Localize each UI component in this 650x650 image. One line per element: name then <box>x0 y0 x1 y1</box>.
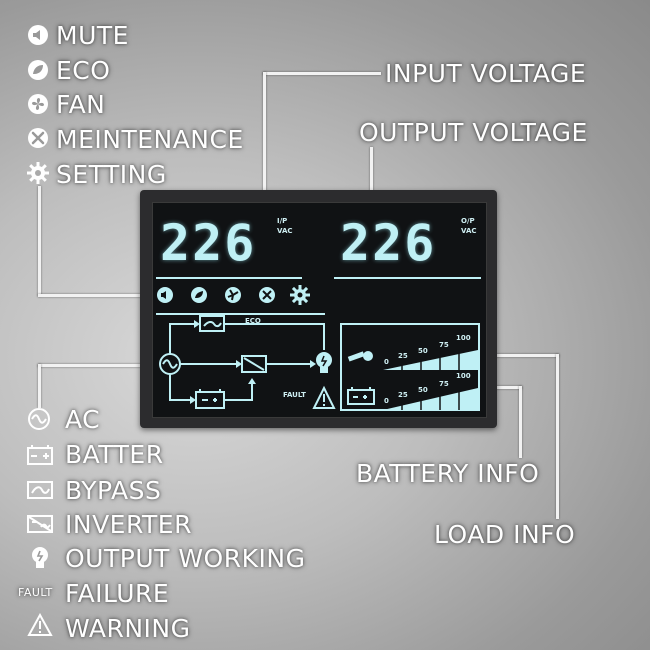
lcd-bulb-icon <box>316 352 332 373</box>
inverter-icon <box>27 515 53 533</box>
eco-icon <box>28 60 48 80</box>
legend-setting-label: SETTING <box>56 160 167 189</box>
load-scale-25: 25 <box>398 352 408 360</box>
battery-scale-75: 75 <box>439 380 449 388</box>
legend-failure-label: FAILURE <box>65 579 170 608</box>
leader-output-v <box>370 147 373 212</box>
legend-fan-label: FAN <box>56 90 106 119</box>
leader-input-v <box>263 72 266 212</box>
battery-scale-25: 25 <box>398 391 408 399</box>
legend-bypass-label: BYPASS <box>65 476 162 505</box>
output-underline <box>334 277 481 279</box>
load-bar-graph <box>383 350 478 370</box>
lcd-gear-icon <box>290 285 310 305</box>
input-underline <box>156 277 302 279</box>
lcd-fault-label: FAULT <box>283 391 306 399</box>
lcd-wrench-icon <box>259 287 275 303</box>
input-voltage-value: 226 <box>160 214 257 272</box>
load-scale-50: 50 <box>418 347 428 355</box>
power-flow-diagram <box>159 315 336 409</box>
battery-scale-0: 0 <box>384 397 389 405</box>
warning-icon <box>27 613 53 636</box>
battery-icon <box>27 445 53 465</box>
legend-eco-label: ECO <box>56 56 111 85</box>
leader-legend-top-v <box>38 186 41 296</box>
leader-load-v <box>556 354 559 519</box>
legend-fault-prefix: FAULT <box>18 586 53 599</box>
legend-ac-label: AC <box>65 405 101 434</box>
load-scale-100: 100 <box>456 334 471 342</box>
leader-battery-v <box>519 386 522 458</box>
bulb-icon <box>32 547 48 568</box>
callout-input-voltage: INPUT VOLTAGE <box>385 59 587 88</box>
fan-icon <box>28 94 48 114</box>
legend-warning-label: WARNING <box>65 614 191 643</box>
lcd-separator <box>156 313 325 315</box>
legend-mute-label: MUTE <box>56 21 129 50</box>
load-scale-0: 0 <box>384 358 389 366</box>
mute-icon <box>28 25 48 45</box>
lcd-mute-icon <box>157 287 173 303</box>
battery-scale-100: 100 <box>456 372 471 380</box>
input-unit-bottom: VAC <box>277 227 293 235</box>
input-unit-top: I/P <box>277 217 288 225</box>
bypass-icon <box>27 481 53 499</box>
leader-input-h <box>263 72 381 75</box>
ac-icon <box>28 408 50 430</box>
lcd-eco-icon <box>191 287 207 303</box>
lcd-load-icon <box>347 351 373 362</box>
lcd-battery-level-icon <box>347 387 375 405</box>
gear-icon <box>27 162 49 184</box>
legend-battery-label: BATTER <box>65 440 164 469</box>
output-unit-bottom: VAC <box>461 227 477 235</box>
battery-scale-50: 50 <box>418 386 428 394</box>
lcd-bar-graphs <box>340 323 480 411</box>
load-scale-75: 75 <box>439 341 449 349</box>
lcd-eco-label: ECO <box>245 317 261 325</box>
callout-battery-info: BATTERY INFO <box>356 459 540 488</box>
leader-legend-top-h <box>38 294 154 297</box>
output-unit-top: O/P <box>461 217 475 225</box>
leader-legend-bottom-v <box>38 364 41 408</box>
lcd-battery-icon <box>195 391 225 409</box>
battery-bar-graph <box>383 388 478 410</box>
lcd-warning-icon <box>312 385 336 409</box>
legend-output-working-label: OUTPUT WORKING <box>65 544 306 573</box>
legend-maintenance-label: MEINTENANCE <box>56 125 244 154</box>
wrench-icon <box>28 128 48 148</box>
callout-output-voltage: OUTPUT VOLTAGE <box>359 118 588 147</box>
lcd-screen <box>152 202 487 418</box>
output-voltage-value: 226 <box>340 214 437 272</box>
leader-legend-bottom-h <box>38 364 154 367</box>
callout-load-info: LOAD INFO <box>434 520 576 549</box>
leader-load-h <box>472 354 559 357</box>
lcd-icon-row <box>157 285 310 305</box>
legend-inverter-label: INVERTER <box>65 510 192 539</box>
leader-battery-h <box>472 386 522 389</box>
lcd-fan-icon <box>225 287 241 303</box>
